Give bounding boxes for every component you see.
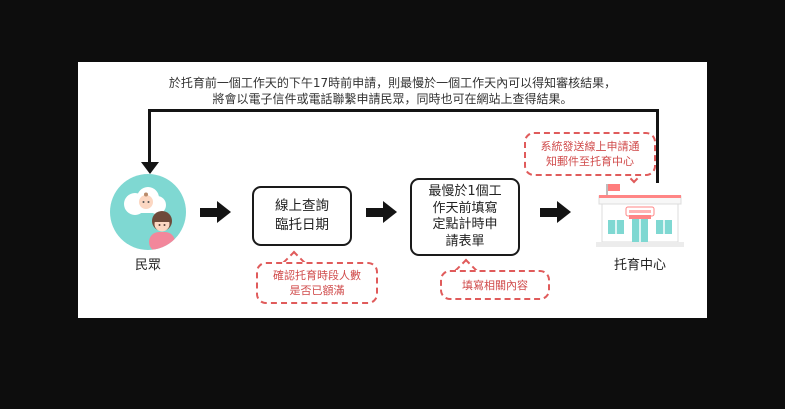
public-label: 民眾 <box>134 258 161 273</box>
step1-line-1: 線上查詢 <box>275 198 329 214</box>
callout-line: 是否已額滿 <box>289 284 345 297</box>
feedback-arrow-line-left <box>148 109 151 163</box>
building-icon <box>596 182 684 248</box>
note-line-1: 於托育前一個工作天的下午17時前申請，則最慢於一個工作天內可以得知審核結果， <box>168 76 617 90</box>
callout-check-full: 確認托育時段人數 是否已額滿 <box>256 262 378 304</box>
callout-line: 知郵件至托育中心 <box>546 155 634 168</box>
arrow-bar <box>540 207 557 217</box>
feedback-arrow-line-top <box>148 109 659 112</box>
callout-fill-content: 填寫相關內容 <box>440 270 550 300</box>
step2-line-2: 作天前填寫 <box>432 200 498 216</box>
step2-line-4: 請表單 <box>445 233 485 249</box>
arrow-head <box>557 201 571 223</box>
callout-line: 填寫相關內容 <box>462 278 528 292</box>
step2-line-3: 定點計時申 <box>432 217 498 232</box>
flow-arrow-2-icon <box>366 201 397 223</box>
step1-box: 線上查詢 臨托日期 <box>252 186 352 246</box>
flow-arrow-1-icon <box>200 201 231 223</box>
arrow-head <box>383 201 397 223</box>
arrow-bar <box>366 207 383 217</box>
note-text: 於托育前一個工作天的下午17時前申請，則最慢於一個工作天內可以得知審核結果， 將… <box>78 75 707 107</box>
flow-arrow-3-icon <box>540 201 571 223</box>
step1-line-2: 臨托日期 <box>275 217 329 233</box>
step2-line-1: 最慢於1個工 <box>428 184 502 199</box>
feedback-arrow-line-right <box>656 109 659 183</box>
feedback-arrowhead-icon <box>141 162 159 174</box>
diagram-panel: 於托育前一個工作天的下午17時前申請，則最慢於一個工作天內可以得知審核結果， 將… <box>78 62 707 318</box>
step2-box: 最慢於1個工 作天前填寫 定點計時申 請表單 <box>410 178 520 256</box>
note-line-2: 將會以電子信件或電話聯繫申請民眾，同時也可在網站上查得結果。 <box>212 92 573 106</box>
person-icon <box>110 174 186 250</box>
arrow-head <box>217 201 231 223</box>
arrow-bar <box>200 207 217 217</box>
center-label: 托育中心 <box>613 258 666 273</box>
callout-line: 確認托育時段人數 <box>273 269 361 282</box>
callout-line: 系統發送線上申請通 <box>540 140 640 153</box>
callout-system-mail: 系統發送線上申請通 知郵件至托育中心 <box>524 132 656 176</box>
